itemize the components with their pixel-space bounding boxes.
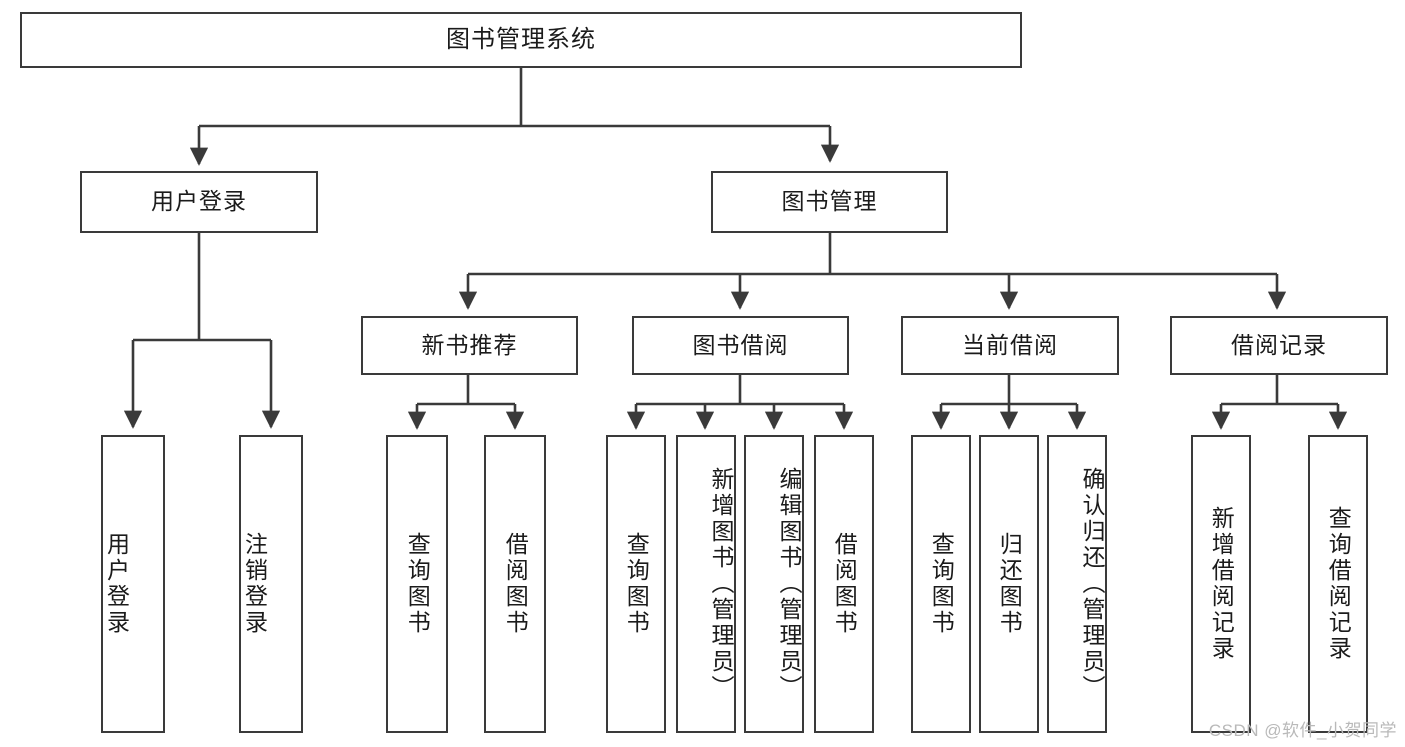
leaf-logout-login[interactable]: 注销登录 — [239, 435, 303, 733]
node-label: 图书借阅 — [692, 331, 789, 358]
node-new-book-recommend[interactable]: 新书推荐 — [361, 316, 578, 375]
node-label: 查询图书 — [928, 532, 955, 636]
node-label: 借阅图书 — [831, 532, 858, 636]
node-label: 借阅图书 — [502, 532, 529, 636]
node-label: 用户登录 — [103, 532, 130, 636]
node-label: 注销登录 — [241, 532, 268, 636]
leaf-borrow-book-2[interactable]: 借阅图书 — [814, 435, 874, 733]
node-label: 当前借阅 — [962, 331, 1058, 358]
node-book-borrow[interactable]: 图书借阅 — [632, 316, 849, 375]
node-label: 查询图书 — [623, 532, 650, 636]
node-label: 确认归还（管理员） — [1079, 467, 1105, 701]
node-current-borrow[interactable]: 当前借阅 — [901, 316, 1119, 375]
leaf-query-book-3[interactable]: 查询图书 — [911, 435, 971, 733]
leaf-query-borrow-record[interactable]: 查询借阅记录 — [1308, 435, 1368, 733]
node-label: 查询图书 — [404, 532, 431, 636]
leaf-user-login[interactable]: 用户登录 — [101, 435, 165, 733]
node-label: 新书推荐 — [421, 331, 518, 358]
node-user-login[interactable]: 用户登录 — [80, 171, 318, 233]
node-label: 新增图书（管理员） — [708, 467, 734, 701]
node-borrow-record[interactable]: 借阅记录 — [1170, 316, 1388, 375]
leaf-borrow-book-1[interactable]: 借阅图书 — [484, 435, 546, 733]
node-label: 归还图书 — [996, 532, 1023, 636]
node-label: 查询借阅记录 — [1325, 506, 1352, 662]
node-label: 借阅记录 — [1231, 331, 1327, 358]
node-label: 图书管理系统 — [446, 25, 596, 53]
leaf-confirm-return-admin[interactable]: 确认归还（管理员） — [1047, 435, 1107, 733]
leaf-return-book[interactable]: 归还图书 — [979, 435, 1039, 733]
watermark-text: CSDN @软件_小贺同学 — [1208, 721, 1397, 740]
leaf-add-borrow-record[interactable]: 新增借阅记录 — [1191, 435, 1251, 733]
node-label: 编辑图书（管理员） — [776, 467, 802, 701]
leaf-edit-book-admin[interactable]: 编辑图书（管理员） — [744, 435, 804, 733]
leaf-query-book-1[interactable]: 查询图书 — [386, 435, 448, 733]
node-label: 图书管理 — [781, 188, 878, 215]
leaf-query-book-2[interactable]: 查询图书 — [606, 435, 666, 733]
leaf-add-book-admin[interactable]: 新增图书（管理员） — [676, 435, 736, 733]
node-label: 新增借阅记录 — [1208, 506, 1235, 662]
node-label: 用户登录 — [151, 188, 247, 215]
node-book-manage[interactable]: 图书管理 — [711, 171, 948, 233]
node-root-title[interactable]: 图书管理系统 — [20, 12, 1022, 68]
